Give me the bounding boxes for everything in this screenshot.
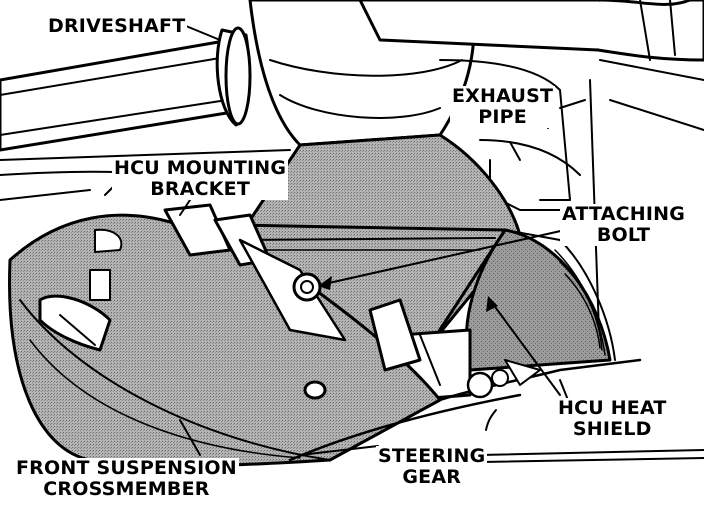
attaching-bolt-label-line1: ATTACHING [562,203,686,225]
steering-gear-label: STEERING GEAR [376,445,488,488]
hcu-heat-shield-label: HCU HEAT SHIELD [556,398,669,440]
front-suspension-crossmember-label-line1: FRONT SUSPENSION [16,457,237,479]
hcu-heat-shield [464,228,612,372]
hcu-mounting-bracket-label-line2: BRACKET [150,178,251,200]
attaching-bolt-label-line2: BOLT [596,224,651,246]
hcu-heat-shield-label-line1: HCU HEAT [558,397,667,419]
attaching-bolt-label: ATTACHING BOLT [560,203,688,246]
exhaust-pipe-label-line1: EXHAUST [452,85,554,107]
steering-gear-label-line1: STEERING [378,445,486,467]
front-suspension-crossmember-label-line2: CROSSMEMBER [43,478,210,500]
driveshaft-label: DRIVESHAFT [46,15,188,37]
front-suspension-crossmember-label: FRONT SUSPENSION CROSSMEMBER [14,458,239,500]
hcu-mounting-bracket-label: HCU MOUNTING BRACKET [112,157,289,200]
driveshaft-label-text: DRIVESHAFT [48,15,186,37]
exhaust-pipe-label: EXHAUST PIPE [450,85,556,128]
exhaust-pipe-label-line2: PIPE [478,106,527,128]
hcu-mounting-bracket-label-line1: HCU MOUNTING [114,157,287,179]
steering-gear-label-line2: GEAR [402,466,462,488]
driveshaft-tube [0,38,247,152]
hcu-heat-shield-label-line2: SHIELD [572,418,652,440]
